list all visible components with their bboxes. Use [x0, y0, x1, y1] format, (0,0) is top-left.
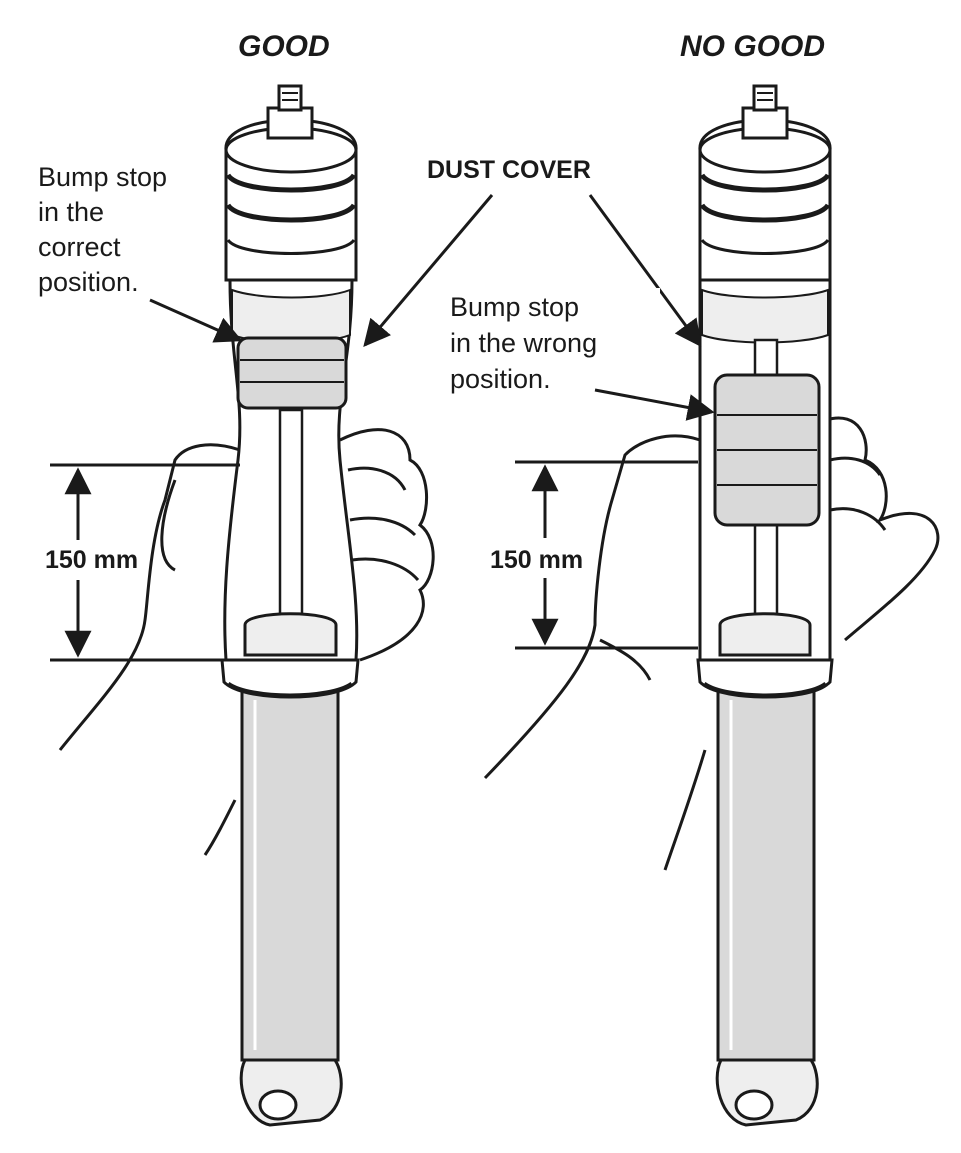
- bump-wrong-arrow: [594, 388, 715, 421]
- no-good-title: NO GOOD: [680, 30, 825, 63]
- good-title: GOOD: [238, 30, 330, 63]
- right-lower-cylinder: [716, 688, 816, 1062]
- good-assembly: [58, 84, 435, 1127]
- right-bump-stop: [713, 373, 821, 527]
- bump-wrong-line-2: in the wrong: [450, 328, 597, 358]
- dust-cover-arrow-right: [588, 194, 702, 348]
- right-top-mount: [698, 84, 832, 282]
- left-piston-rod: [278, 408, 304, 647]
- bump-correct-callout: Bump stop in the correct position.: [38, 162, 243, 343]
- left-bottom-eye: [239, 1058, 343, 1127]
- no-good-assembly: [483, 84, 940, 1127]
- right-dimension: 150 mm: [490, 460, 698, 650]
- left-bump-stop: [236, 336, 348, 410]
- bump-correct-line-1: Bump stop: [38, 162, 167, 192]
- bump-wrong-line-1: Bump stop: [450, 292, 579, 322]
- bump-correct-line-2: in the: [38, 197, 104, 227]
- dust-cover-label: DUST COVER: [427, 156, 591, 184]
- left-dimension-label: 150 mm: [45, 546, 138, 574]
- dust-cover-arrow-left: [363, 194, 494, 348]
- left-hand: [58, 428, 435, 856]
- bump-correct-line-4: position.: [38, 267, 139, 297]
- bump-correct-line-3: correct: [38, 232, 121, 262]
- bump-correct-arrow: [149, 298, 243, 343]
- dust-cover-callout: DUST COVER: [363, 156, 702, 348]
- bump-wrong-line-3: position.: [450, 364, 551, 394]
- left-dimension: 150 mm: [45, 463, 240, 662]
- right-bottom-eye: [715, 1058, 819, 1127]
- right-hand: [483, 416, 940, 871]
- right-dimension-label: 150 mm: [490, 546, 583, 574]
- bump-wrong-callout: Bump stop in the wrong position.: [445, 288, 715, 421]
- left-top-mount: [224, 84, 358, 282]
